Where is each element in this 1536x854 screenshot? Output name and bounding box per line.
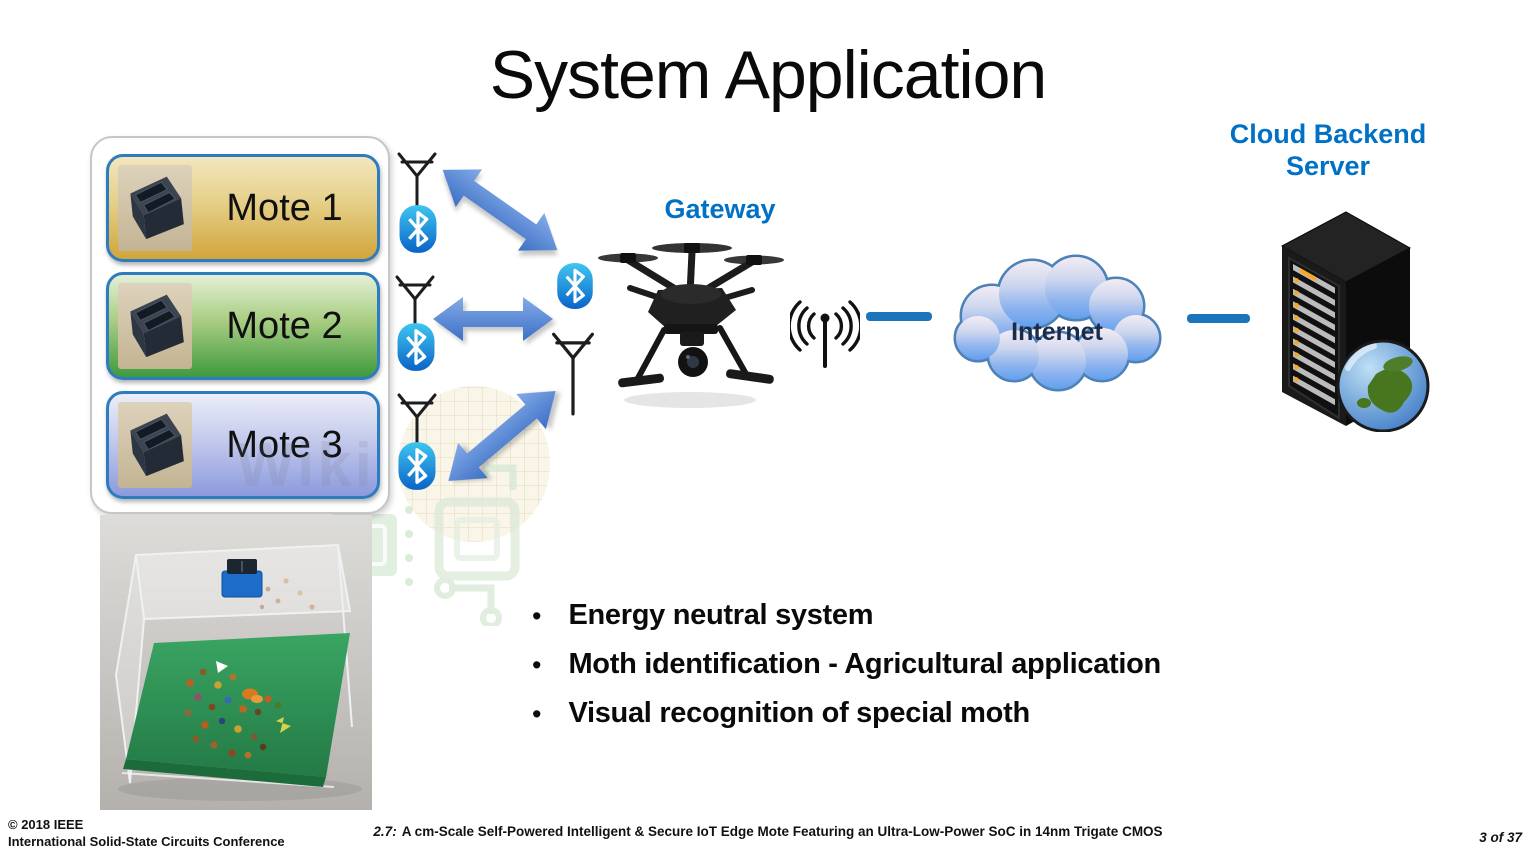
mote-3-label: Mote 3	[226, 423, 343, 466]
mote-2-label: Mote 2	[226, 304, 343, 347]
footer-paper-title: 2.7: A cm-Scale Self-Powered Intelligent …	[0, 824, 1536, 839]
paper-number: 2.7:	[373, 824, 397, 839]
mote-device-photo	[118, 283, 192, 369]
bluetooth-icon	[397, 323, 435, 371]
mote-device-photo	[118, 402, 192, 488]
connector-line	[1187, 314, 1250, 323]
mote-device-photo	[118, 165, 192, 251]
bullet-text: Moth identification - Agricultural appli…	[568, 648, 1161, 680]
page-title: System Application	[489, 37, 1048, 113]
internet-cloud: Internet	[934, 244, 1180, 402]
server-label: Cloud Backend Server	[1229, 119, 1427, 181]
globe-icon	[1336, 339, 1430, 432]
double-arrow-icon	[442, 169, 558, 251]
bullet-text: Visual recognition of special moth	[568, 697, 1030, 729]
mote-2-box: Mote 2	[106, 272, 380, 380]
list-item: Energy neutral system	[532, 598, 1161, 634]
paper-title-text: A cm-Scale Self-Powered Intelligent & Se…	[401, 824, 1163, 839]
double-arrow-icon	[433, 297, 553, 341]
antenna-icon	[397, 152, 437, 208]
bluetooth-icon	[557, 263, 593, 309]
page-number: 3 of 37	[1479, 830, 1522, 845]
internet-label: Internet	[1011, 318, 1103, 346]
bluetooth-icon	[399, 205, 437, 253]
moth-display-case-photo	[100, 515, 372, 810]
mote-group-panel: Mote 1 Mote 2	[90, 136, 390, 514]
internet-cloud-shape	[953, 254, 1162, 392]
antenna-icon	[552, 332, 594, 416]
mote-3-box: Mote 3	[106, 391, 380, 499]
radio-antenna-icon	[790, 300, 860, 368]
bullet-list: Energy neutral system Moth identificatio…	[532, 598, 1161, 745]
bullet-text: Energy neutral system	[568, 599, 874, 631]
mote-1-label: Mote 1	[226, 186, 343, 229]
wiki-watermark-text: Wiki	[236, 431, 375, 500]
mote-1-box: Mote 1	[106, 154, 380, 262]
gateway-label: Gateway	[664, 194, 776, 224]
drone-gateway-image	[598, 243, 784, 408]
connector-line	[866, 312, 932, 321]
list-item: Visual recognition of special moth	[532, 696, 1161, 732]
conference-line: International Solid-State Circuits Confe…	[8, 833, 285, 849]
double-arrow-icon	[448, 391, 556, 481]
copyright-line: © 2018 IEEE	[8, 817, 84, 832]
server-tower-image	[1280, 211, 1430, 432]
footer-copyright: © 2018 IEEE International Solid-State Ci…	[8, 817, 285, 850]
list-item: Moth identification - Agricultural appli…	[532, 647, 1161, 683]
bluetooth-icon	[398, 442, 436, 490]
